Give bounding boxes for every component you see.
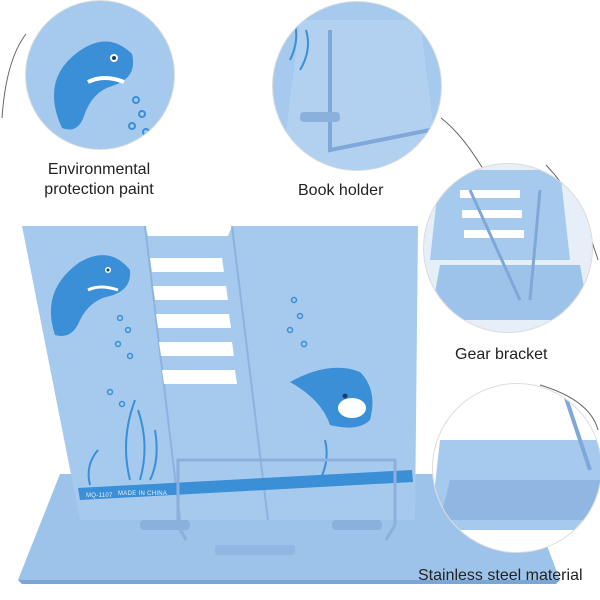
origin-stamp: MADE IN CHINA bbox=[118, 491, 167, 497]
zoom-circle-paint bbox=[25, 0, 175, 150]
dolphin-print-left bbox=[50, 255, 131, 336]
dolphin-print-right bbox=[290, 367, 373, 428]
model-stamp: MQ-1107 bbox=[86, 493, 113, 499]
zoom-circle-holder bbox=[272, 1, 442, 171]
callout-paint: Environmental protection paint bbox=[24, 160, 174, 200]
bubbles-print bbox=[106, 296, 308, 408]
base-slot bbox=[215, 545, 295, 555]
wave-band bbox=[78, 470, 413, 500]
callout-paint-line2: protection paint bbox=[44, 181, 154, 198]
callout-steel: Stainless steel material bbox=[418, 567, 583, 584]
callout-gear: Gear bracket bbox=[455, 346, 548, 363]
seaweed-print bbox=[87, 399, 328, 486]
book-stand: MQ-1107 MADE IN CHINA bbox=[18, 225, 560, 584]
leader-line-paint bbox=[1, 33, 27, 119]
callout-holder: Book holder bbox=[298, 182, 384, 199]
panel-slots bbox=[150, 258, 237, 384]
callout-paint-line1: Environmental bbox=[47, 161, 151, 178]
zoom-circle-steel bbox=[432, 383, 600, 553]
zoom-circle-gear bbox=[423, 163, 593, 333]
leader-line-steel bbox=[539, 384, 599, 431]
